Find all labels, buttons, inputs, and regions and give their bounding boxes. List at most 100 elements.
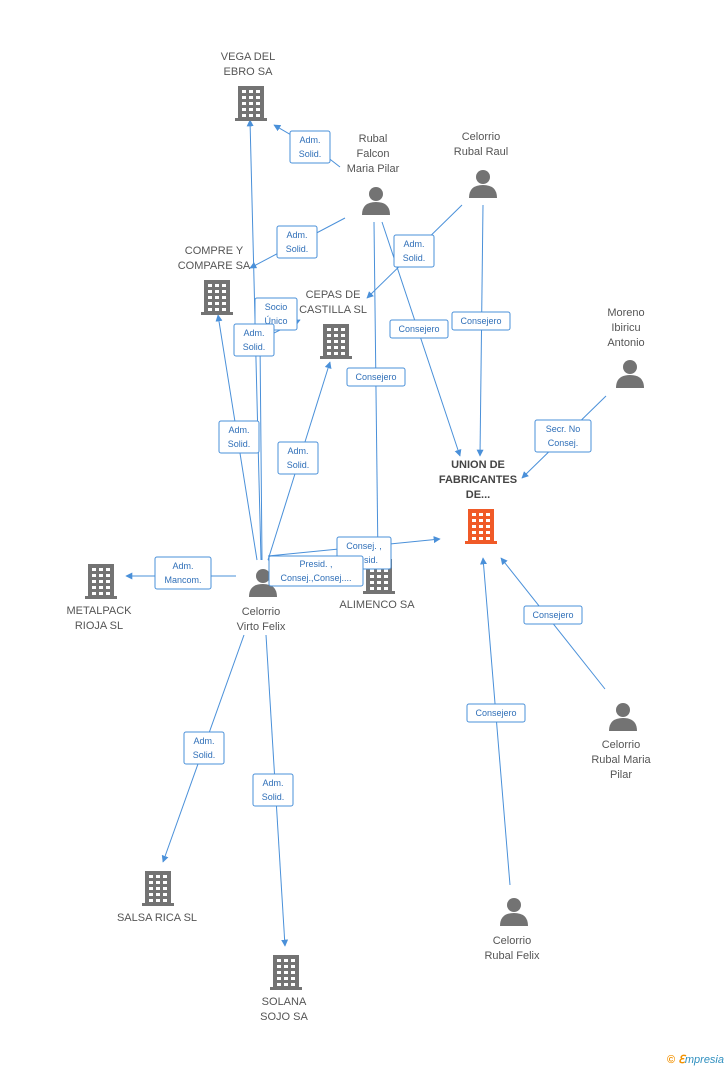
copyright-icon: © [667, 1054, 676, 1066]
node-salsa[interactable]: SALSA RICA SL [117, 871, 197, 924]
edge-label-text: Consejero [460, 316, 501, 326]
node-label: RIOJA SL [75, 620, 123, 632]
node-label: Pilar [610, 769, 632, 781]
edge-label[interactable]: Adm.Solid. [233, 323, 275, 357]
edge-label[interactable]: Consejero [523, 605, 583, 625]
building-icon [320, 324, 352, 359]
edge-label-text: Adm. [299, 135, 320, 145]
edge-label[interactable]: Presid. ,Consej.,Consej.... [268, 555, 364, 587]
edge-label-text: Solid. [262, 792, 285, 802]
edge-label-box [523, 605, 583, 625]
edge-label-text: Solid. [403, 253, 426, 263]
edge-label-text: Secr. No [546, 424, 581, 434]
node-label: CEPAS DE [306, 289, 361, 301]
edge-label[interactable]: Consejero [451, 311, 511, 331]
node-label: Rubal Felix [484, 950, 540, 962]
node-label: Rubal [359, 133, 388, 145]
building-icon [270, 955, 302, 990]
person-icon [500, 898, 528, 926]
edge-label-box [451, 311, 511, 331]
edge-label[interactable]: Adm.Solid. [218, 420, 260, 454]
edge-labels-layer: Adm.Solid.SocioÚnicoAdm.Solid.Adm.Solid.… [154, 130, 592, 807]
building-icon [142, 871, 174, 906]
edge-label[interactable]: Adm.Solid. [252, 773, 294, 807]
edge-label-text: Socio [265, 302, 288, 312]
node-label: COMPARE SA [178, 260, 251, 272]
edge-label[interactable]: Consejero [389, 319, 449, 339]
edge-label-box [277, 441, 319, 475]
building-icon [201, 280, 233, 315]
edge-label-text: Consejero [532, 610, 573, 620]
edge-label-text: Solid. [286, 244, 309, 254]
building-icon [85, 564, 117, 599]
edge-label-text: Solid. [299, 149, 322, 159]
edge-label-box [276, 225, 318, 259]
node-solana[interactable]: SOLANA SOJO SA [260, 955, 308, 1023]
person-icon [362, 187, 390, 215]
edge-label-text: Adm. [228, 425, 249, 435]
edge-label-box [289, 130, 331, 164]
edge-label[interactable]: Consejero [466, 703, 526, 723]
node-label: FABRICANTES [439, 474, 517, 486]
edge-rubal_pilar-to-alimenco [373, 221, 382, 561]
edge-label-box [252, 773, 294, 807]
brand-name: mpresia [684, 1054, 724, 1066]
node-label: Falcon [356, 148, 389, 160]
node-label: Celorrio [462, 131, 501, 143]
edge-label[interactable]: Adm. Solid. [289, 130, 331, 164]
node-label: Ibiricu [611, 322, 640, 334]
node-compre[interactable]: COMPRE Y COMPARE SA [178, 245, 251, 315]
edge-label[interactable]: Adm.Solid. [276, 225, 318, 259]
node-label: Celorrio [602, 739, 641, 751]
node-label: Virto Felix [237, 621, 286, 633]
edge-label-text: Solid. [287, 460, 310, 470]
node-label: Moreno [607, 307, 644, 319]
edge-label-text: Adm. [287, 446, 308, 456]
edge-label[interactable]: Adm. Solid. [277, 441, 319, 475]
edge-label[interactable]: Consejero [346, 367, 406, 387]
node-label: Celorrio [493, 935, 532, 947]
edge-label-box [183, 731, 225, 765]
node-label: ALIMENCO SA [339, 599, 415, 611]
edge-label-text: Consejero [475, 708, 516, 718]
edge-label-box [154, 556, 212, 590]
node-label: SOLANA [262, 996, 307, 1008]
node-label: COMPRE Y [185, 245, 244, 257]
node-label: Celorrio [242, 606, 281, 618]
building-icon [235, 86, 267, 121]
edge-label-box [233, 323, 275, 357]
edge-label-box [346, 367, 406, 387]
edge-label-box [254, 297, 298, 331]
edge-label[interactable]: Adm.Mancom. [154, 556, 212, 590]
edge-label[interactable]: Adm. Solid. [393, 234, 435, 268]
edge-label-text: Único [264, 316, 287, 326]
node-label: Rubal Maria [591, 754, 651, 766]
edge-label-text: Presid. , [299, 559, 332, 569]
node-metalpack[interactable]: METALPACK RIOJA SL [67, 564, 133, 632]
node-label: Rubal Raul [454, 146, 508, 158]
edge-label[interactable]: Adm.Solid. [183, 731, 225, 765]
edge-label-text: Consejero [398, 324, 439, 334]
edge-label-box [268, 555, 364, 587]
edge-label-text: Adm. [243, 328, 264, 338]
edge-label-text: Adm. [403, 239, 424, 249]
node-union[interactable]: UNION DEFABRICANTESDE... [439, 459, 517, 544]
node-label: SOJO SA [260, 1011, 308, 1023]
node-label: UNION DE [451, 459, 505, 471]
edge-label[interactable]: Secr. No Consej. [534, 419, 592, 453]
edge-label-text: Consej. [548, 438, 579, 448]
edge-label-text: Consej. , [346, 541, 382, 551]
node-label: METALPACK [67, 605, 133, 617]
node-label: EBRO SA [224, 66, 274, 78]
